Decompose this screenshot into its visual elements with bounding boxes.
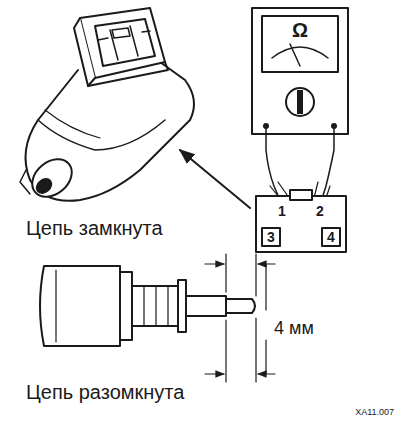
- dimension-value: 4 мм: [272, 318, 316, 338]
- pin-number: 2: [316, 204, 324, 218]
- connector-housing: [74, 8, 168, 86]
- pin-number: 3: [267, 230, 275, 244]
- figure-code: XA11.007: [355, 408, 394, 417]
- pointer-arrow: [180, 150, 250, 208]
- caption-closed: Цепь замкнута: [26, 218, 163, 238]
- dimension-lines: [205, 254, 275, 382]
- connector-pin-view: [256, 190, 346, 252]
- pin-number: 4: [327, 230, 335, 244]
- pin-number: 1: [278, 204, 286, 218]
- switch-side-view: [40, 266, 255, 346]
- ohmmeter: [252, 8, 348, 134]
- ohm-symbol: Ω: [292, 20, 308, 40]
- caption-open: Цепь разомкнута: [26, 382, 184, 402]
- switch-body: [20, 62, 194, 204]
